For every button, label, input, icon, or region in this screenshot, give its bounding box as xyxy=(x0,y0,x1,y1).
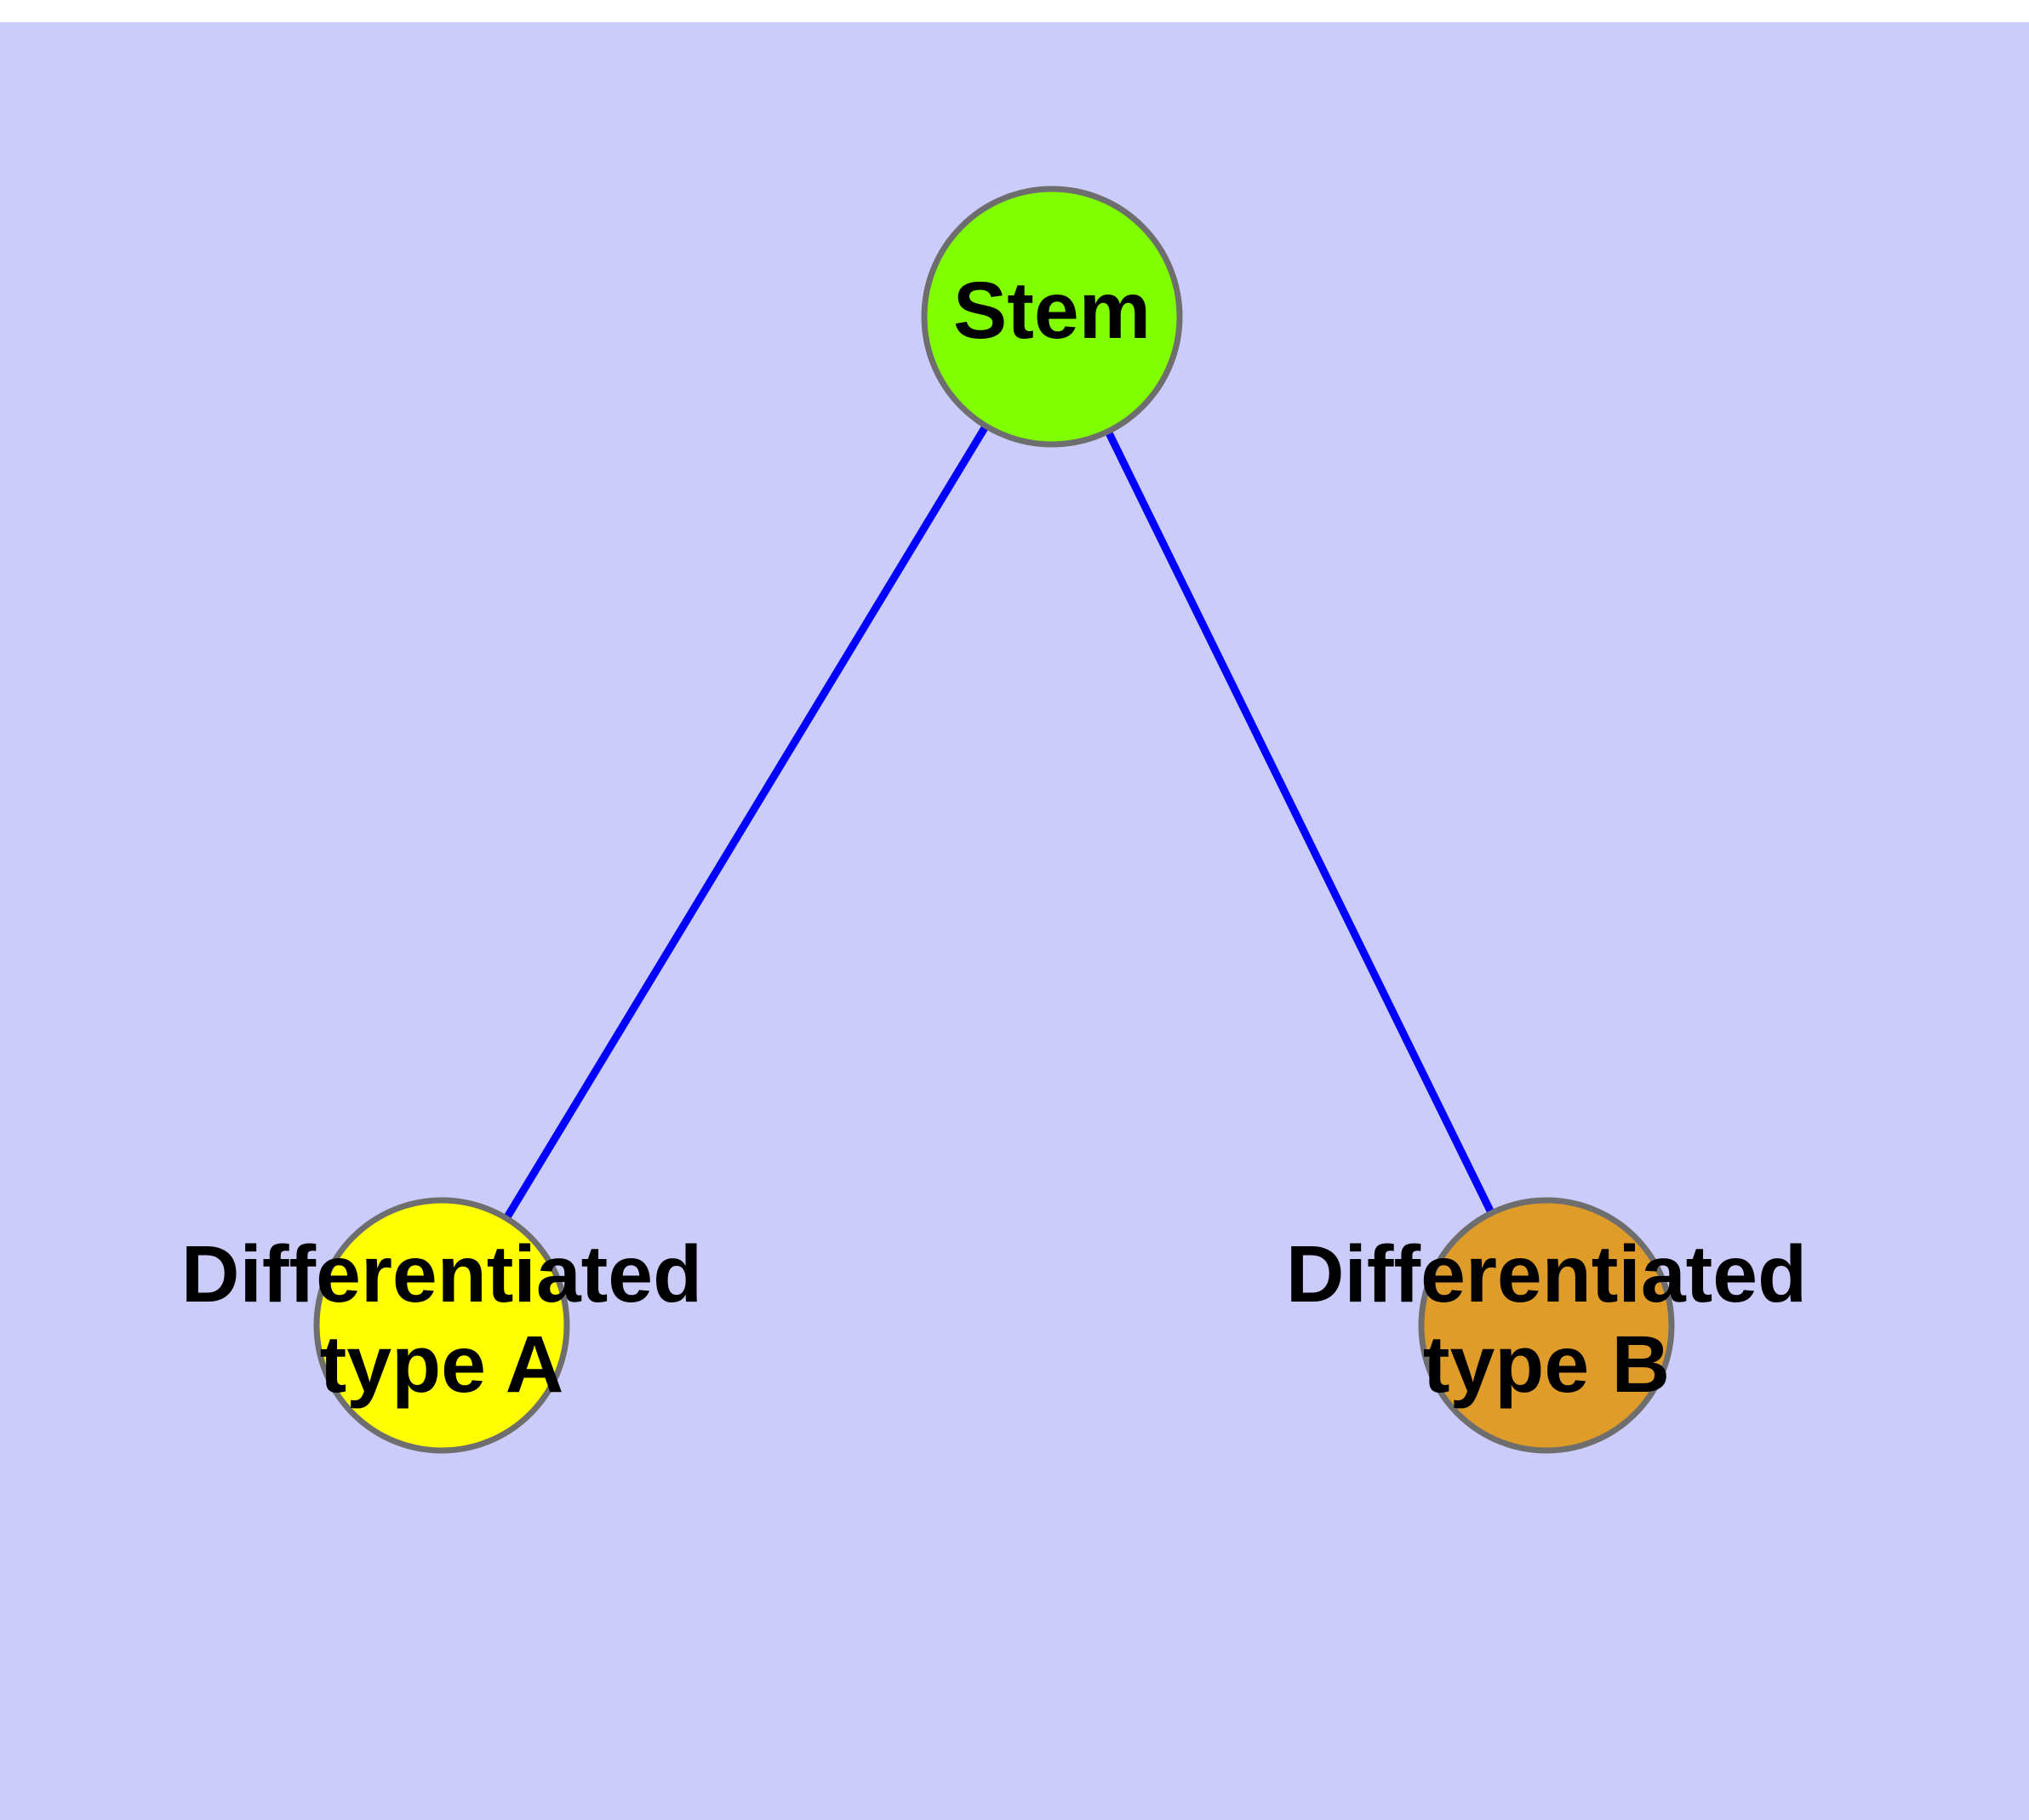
node-layer xyxy=(313,186,1675,1454)
graph-edge-stem-diff_b[interactable] xyxy=(1048,315,1551,1327)
graph-edge-stem-diff_a[interactable] xyxy=(438,314,1055,1328)
label-line: Differentiated xyxy=(1286,1229,1807,1319)
graph-node-stem[interactable] xyxy=(921,186,1183,448)
edge-layer xyxy=(438,314,1551,1328)
label-line: Stem xyxy=(953,266,1151,356)
label-line: type A xyxy=(320,1319,564,1410)
label-line: type B xyxy=(1423,1319,1670,1410)
label-line: Differentiated xyxy=(181,1229,702,1319)
graph-node-diff_b[interactable] xyxy=(1418,1197,1675,1454)
graph-node-label-stem: Stem xyxy=(953,266,1151,356)
graph-node-diff_a[interactable] xyxy=(313,1197,570,1454)
